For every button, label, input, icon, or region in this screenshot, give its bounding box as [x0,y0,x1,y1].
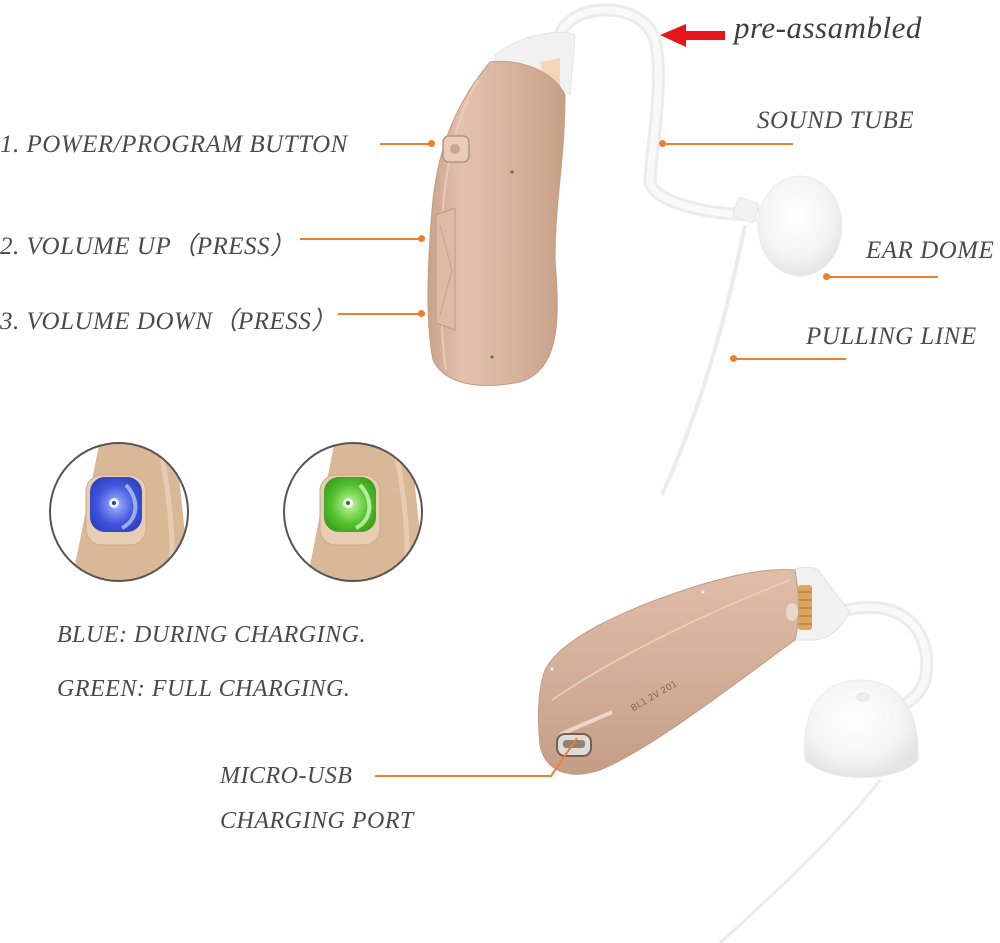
volume-up-leader-line [300,238,420,240]
sound-tube-label: SOUND TUBE [757,107,915,134]
volume-down-label: 3. VOLUME DOWN（PRESS） [0,308,337,335]
ear-dome-label: EAR DOME [866,237,995,264]
charging-port-label: CHARGING PORT [220,808,414,834]
arrow-left-icon [660,24,725,47]
power-button-leader-line [380,143,430,145]
volume-down-leader-line [338,313,420,315]
sound-tube-leader-dot [659,140,666,147]
pulling-line-leader-line [734,358,846,360]
pre-assembled-label: pre-assambled [734,10,922,45]
blue-led-caption: BLUE: DURING CHARGING. [57,622,366,648]
hearing-aid-side-view: BL1 2V 201 [537,566,934,943]
led-blue-closeup [50,443,188,581]
volume-up-leader-dot [418,235,425,242]
power-program-button-label: 1. POWER/PROGRAM BUTTON [0,131,348,158]
sound-tube-leader-line [663,143,793,145]
power-button-leader-dot [428,140,435,147]
led-green-closeup [284,443,422,581]
volume-down-leader-dot [418,310,425,317]
hearing-aid-front-view [427,3,843,496]
micro-usb-leader-line [375,737,578,777]
ear-dome-leader-dot [823,273,830,280]
pulling-line-leader-dot [730,355,737,362]
pulling-line-label: PULLING LINE [806,323,977,350]
green-led-caption: GREEN: FULL CHARGING. [57,676,351,702]
micro-usb-label: MICRO-USB [220,763,353,789]
volume-up-label: 2. VOLUME UP（PRESS） [0,233,296,260]
ear-dome-leader-line [827,276,938,278]
